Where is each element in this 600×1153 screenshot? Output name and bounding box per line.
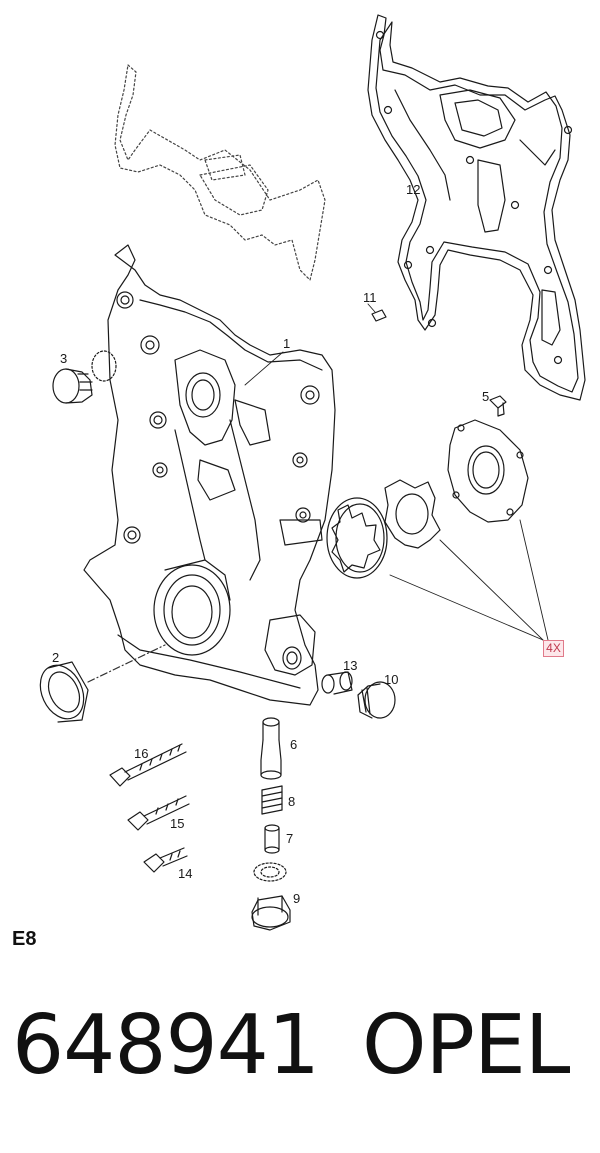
callout-14: 14 xyxy=(178,866,192,881)
outer-rotor xyxy=(384,479,441,549)
dowel-pin xyxy=(371,309,387,322)
short-bolt xyxy=(143,847,188,873)
callout-1: 1 xyxy=(283,336,290,351)
part-number: 648941 xyxy=(12,998,320,1093)
relief-valve-plunger xyxy=(260,717,282,780)
screw-plug-right xyxy=(357,681,396,719)
callout-13: 13 xyxy=(343,658,357,673)
callout-9: 9 xyxy=(293,891,300,906)
phantom-gasket xyxy=(114,64,326,281)
callout-15: 15 xyxy=(170,816,184,831)
relief-valve-piston xyxy=(264,824,280,854)
inner-rotor xyxy=(326,497,388,579)
medium-bolt xyxy=(127,795,190,831)
sleeve xyxy=(321,671,353,695)
timing-cover-gasket xyxy=(367,14,586,401)
callout-3: 3 xyxy=(60,351,67,366)
crankshaft-seal xyxy=(39,661,89,723)
callout-2: 2 xyxy=(52,650,59,665)
brand-name: OPEL xyxy=(362,998,570,1093)
callout-16: 16 xyxy=(134,746,148,761)
pump-cover-plate xyxy=(447,419,529,523)
callout-10: 10 xyxy=(384,672,398,687)
timing-cover-housing xyxy=(83,244,336,706)
relief-valve-spring xyxy=(261,785,283,815)
sealing-ring xyxy=(253,862,287,882)
callout-labels: 1 2 3 5 6 7 8 9 10 11 12 13 14 15 16 xyxy=(52,182,489,906)
callout-11: 11 xyxy=(363,290,377,305)
exploded-parts-diagram: 1 2 3 5 6 7 8 9 10 11 12 13 14 15 16 xyxy=(39,14,586,931)
callout-7: 7 xyxy=(286,831,293,846)
relief-valve-plug xyxy=(251,895,291,931)
cover-screw xyxy=(489,395,507,417)
callout-12: 12 xyxy=(406,182,420,197)
callout-5: 5 xyxy=(482,389,489,404)
multiplier-leaders xyxy=(389,519,549,641)
callout-6: 6 xyxy=(290,737,297,752)
section-code: E8 xyxy=(12,928,37,950)
long-bolt xyxy=(109,743,187,787)
quantity-multiplier-badge: 4X xyxy=(543,640,564,657)
screw-plug-left xyxy=(52,350,117,404)
callout-8: 8 xyxy=(288,794,295,809)
